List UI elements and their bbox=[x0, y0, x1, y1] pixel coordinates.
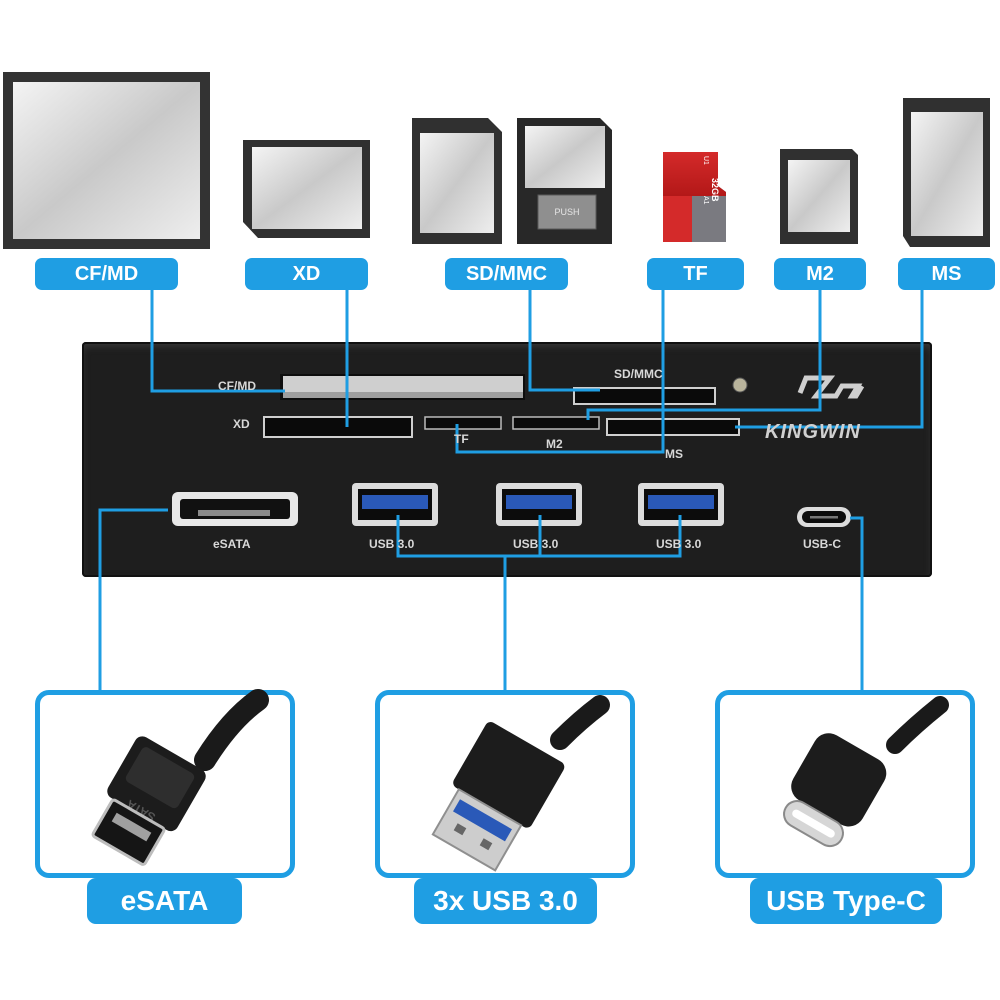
card-label-ms: MS bbox=[898, 258, 995, 290]
ms-card-image bbox=[903, 98, 990, 247]
usb3-port-2[interactable] bbox=[496, 483, 582, 526]
panel-label-esata: eSATA bbox=[213, 537, 251, 551]
usbc-port[interactable] bbox=[797, 507, 851, 527]
panel-label-usbc: USB-C bbox=[803, 537, 841, 551]
usb3-port-3[interactable] bbox=[638, 483, 724, 526]
panel-brand-text: KINGWIN bbox=[765, 421, 861, 443]
tf-card-image: 32GB U1 A1 bbox=[663, 152, 726, 242]
panel-label-tf: TF bbox=[454, 432, 469, 446]
m2-slot[interactable] bbox=[512, 416, 600, 430]
usb-c-cable-icon bbox=[783, 696, 949, 848]
panel-label-sd: SD/MMC bbox=[614, 367, 663, 381]
usb3-port-1[interactable] bbox=[352, 483, 438, 526]
connector-label-usb: 3x USB 3.0 bbox=[414, 878, 597, 924]
sd-push-text: PUSH bbox=[554, 207, 579, 217]
tf-class-text: U1 bbox=[702, 156, 709, 165]
tf-slot[interactable] bbox=[424, 416, 502, 430]
card-label-m2: M2 bbox=[774, 258, 866, 290]
panel-label-usb-2: USB 3.0 bbox=[513, 537, 559, 551]
panel-label-usb-3: USB 3.0 bbox=[656, 537, 702, 551]
mmc-card-image: PUSH bbox=[517, 118, 612, 244]
kingwin-logo-icon bbox=[797, 375, 865, 399]
panel-label-cf: CF/MD bbox=[218, 379, 256, 393]
tf-capacity-text: 32GB bbox=[710, 178, 720, 202]
card-label-tf: TF bbox=[647, 258, 744, 290]
cf-card-image bbox=[3, 72, 210, 249]
tf-speed-text: A1 bbox=[702, 196, 709, 205]
activity-led bbox=[732, 377, 748, 393]
panel-label-xd: XD bbox=[233, 417, 250, 431]
cf-slot[interactable] bbox=[280, 374, 525, 400]
panel-label-m2: M2 bbox=[546, 437, 563, 451]
callout-lines bbox=[98, 290, 924, 690]
esata-port[interactable] bbox=[172, 492, 298, 526]
card-label-sd: SD/MMC bbox=[445, 258, 568, 290]
usb-a-cable-icon bbox=[431, 695, 610, 872]
panel-label-usb-1: USB 3.0 bbox=[369, 537, 415, 551]
sd-slot[interactable] bbox=[573, 387, 716, 405]
connector-label-esata: eSATA bbox=[87, 878, 242, 924]
card-label-xd: XD bbox=[245, 258, 368, 290]
connector-label-usbc: USB Type-C bbox=[750, 878, 942, 924]
panel-label-ms: MS bbox=[665, 447, 683, 461]
esata-cable-icon: SATA bbox=[91, 689, 269, 866]
card-label-cf: CF/MD bbox=[35, 258, 178, 290]
xd-card-image bbox=[243, 140, 370, 238]
sd-card-image bbox=[412, 118, 502, 244]
xd-slot[interactable] bbox=[263, 416, 413, 438]
m2-card-image bbox=[780, 149, 858, 244]
